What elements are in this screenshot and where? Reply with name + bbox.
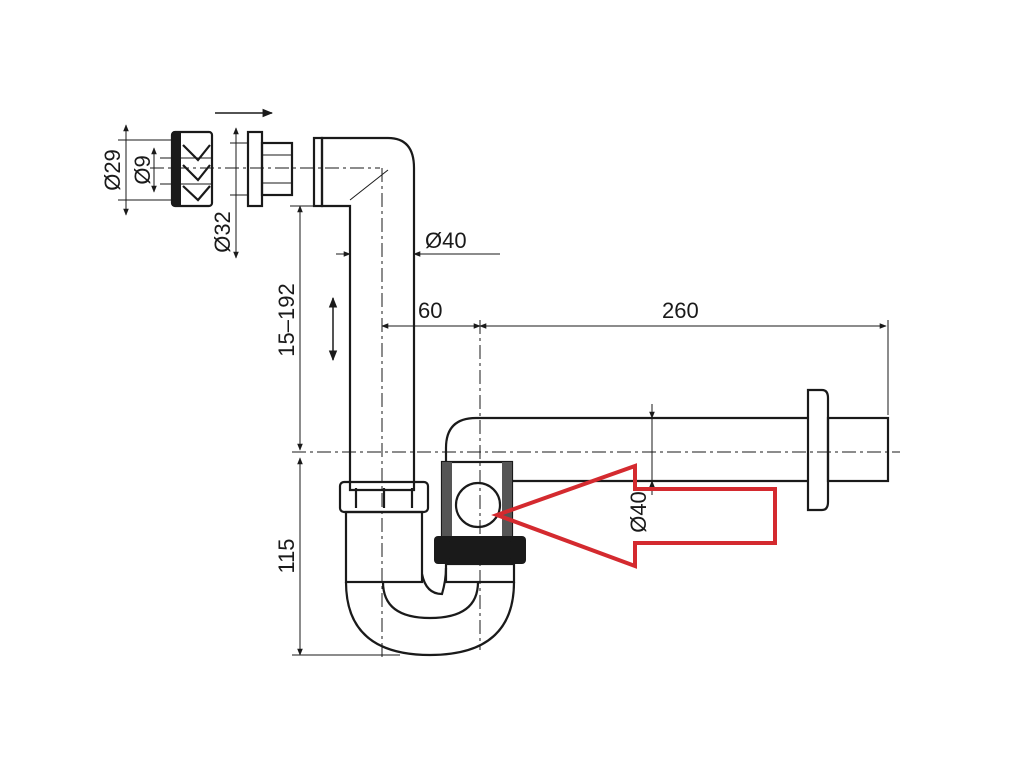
dimension-d29: Ø29: [100, 124, 172, 216]
inlet-pipe: [312, 136, 416, 660]
dimension-d32: Ø32: [210, 127, 248, 259]
u-trap: [338, 460, 526, 657]
outlet-pipe: [444, 388, 890, 512]
d32-label: Ø32: [210, 211, 235, 253]
range-15-192-label: 15–192: [274, 283, 299, 356]
dimension-d40-side: Ø40: [626, 404, 655, 533]
reducer-adapter: [160, 130, 214, 208]
d9-label: Ø9: [130, 155, 155, 184]
dimension-d40-top: Ø40: [336, 228, 500, 257]
d40-side-label: Ø40: [626, 491, 651, 533]
height-115-label: 115: [274, 538, 299, 573]
dimension-260: 260: [479, 298, 889, 650]
straight-adapter: [246, 130, 294, 208]
dimension-115: 115: [274, 457, 400, 656]
highlight-arrow: [491, 463, 777, 569]
dimension-60: 60: [381, 298, 481, 329]
len-260-label: 260: [662, 298, 699, 323]
d40-top-label: Ø40: [425, 228, 467, 253]
len-60-label: 60: [418, 298, 442, 323]
d29-label: Ø29: [100, 149, 125, 191]
dimension-15-192: 15–192: [274, 205, 314, 451]
dimension-d9: Ø9: [130, 147, 157, 193]
